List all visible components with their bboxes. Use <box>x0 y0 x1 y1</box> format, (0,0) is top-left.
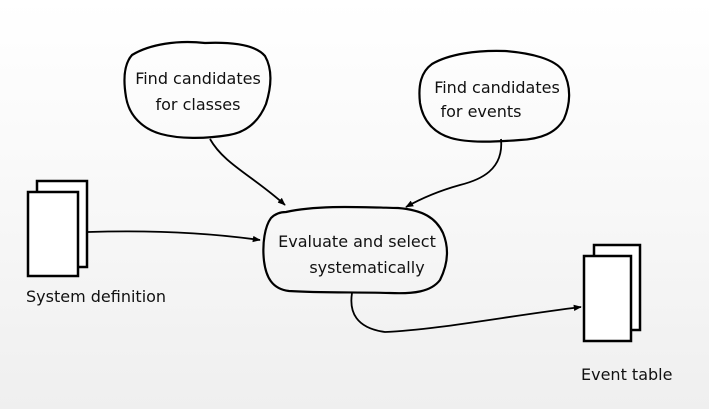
event-table-document: Event table <box>581 243 672 384</box>
find-candidates-classes-cloud <box>123 40 272 139</box>
arrow-system-definition-to-evaluate <box>87 230 261 243</box>
find-candidates-events-cloud <box>418 49 571 143</box>
find-candidates-classes-node: Find candidates for classes <box>123 40 272 139</box>
evaluate-select-line2: systematically <box>309 258 424 277</box>
system-definition-label: System definition <box>26 287 166 306</box>
arrow-events-to-evaluate <box>405 138 502 208</box>
find-candidates-events-line2: for events <box>441 102 522 121</box>
arrow-evaluate-to-event-table <box>350 292 582 333</box>
system-definition-front-page <box>26 190 80 278</box>
arrow-classes-to-evaluate <box>209 138 286 206</box>
find-candidates-events-node: Find candidates for events <box>418 49 571 143</box>
find-candidates-events-line1: Find candidates <box>434 78 560 97</box>
find-candidates-classes-line2: for classes <box>156 95 241 114</box>
evaluate-select-node: Evaluate and select systematically <box>262 205 449 295</box>
evaluate-select-cloud <box>262 205 449 295</box>
evaluate-select-line1: Evaluate and select <box>278 232 436 251</box>
event-table-front-page <box>582 254 633 343</box>
system-definition-document: System definition <box>26 179 166 306</box>
find-candidates-classes-line1: Find candidates <box>135 69 261 88</box>
event-table-label: Event table <box>581 365 672 384</box>
